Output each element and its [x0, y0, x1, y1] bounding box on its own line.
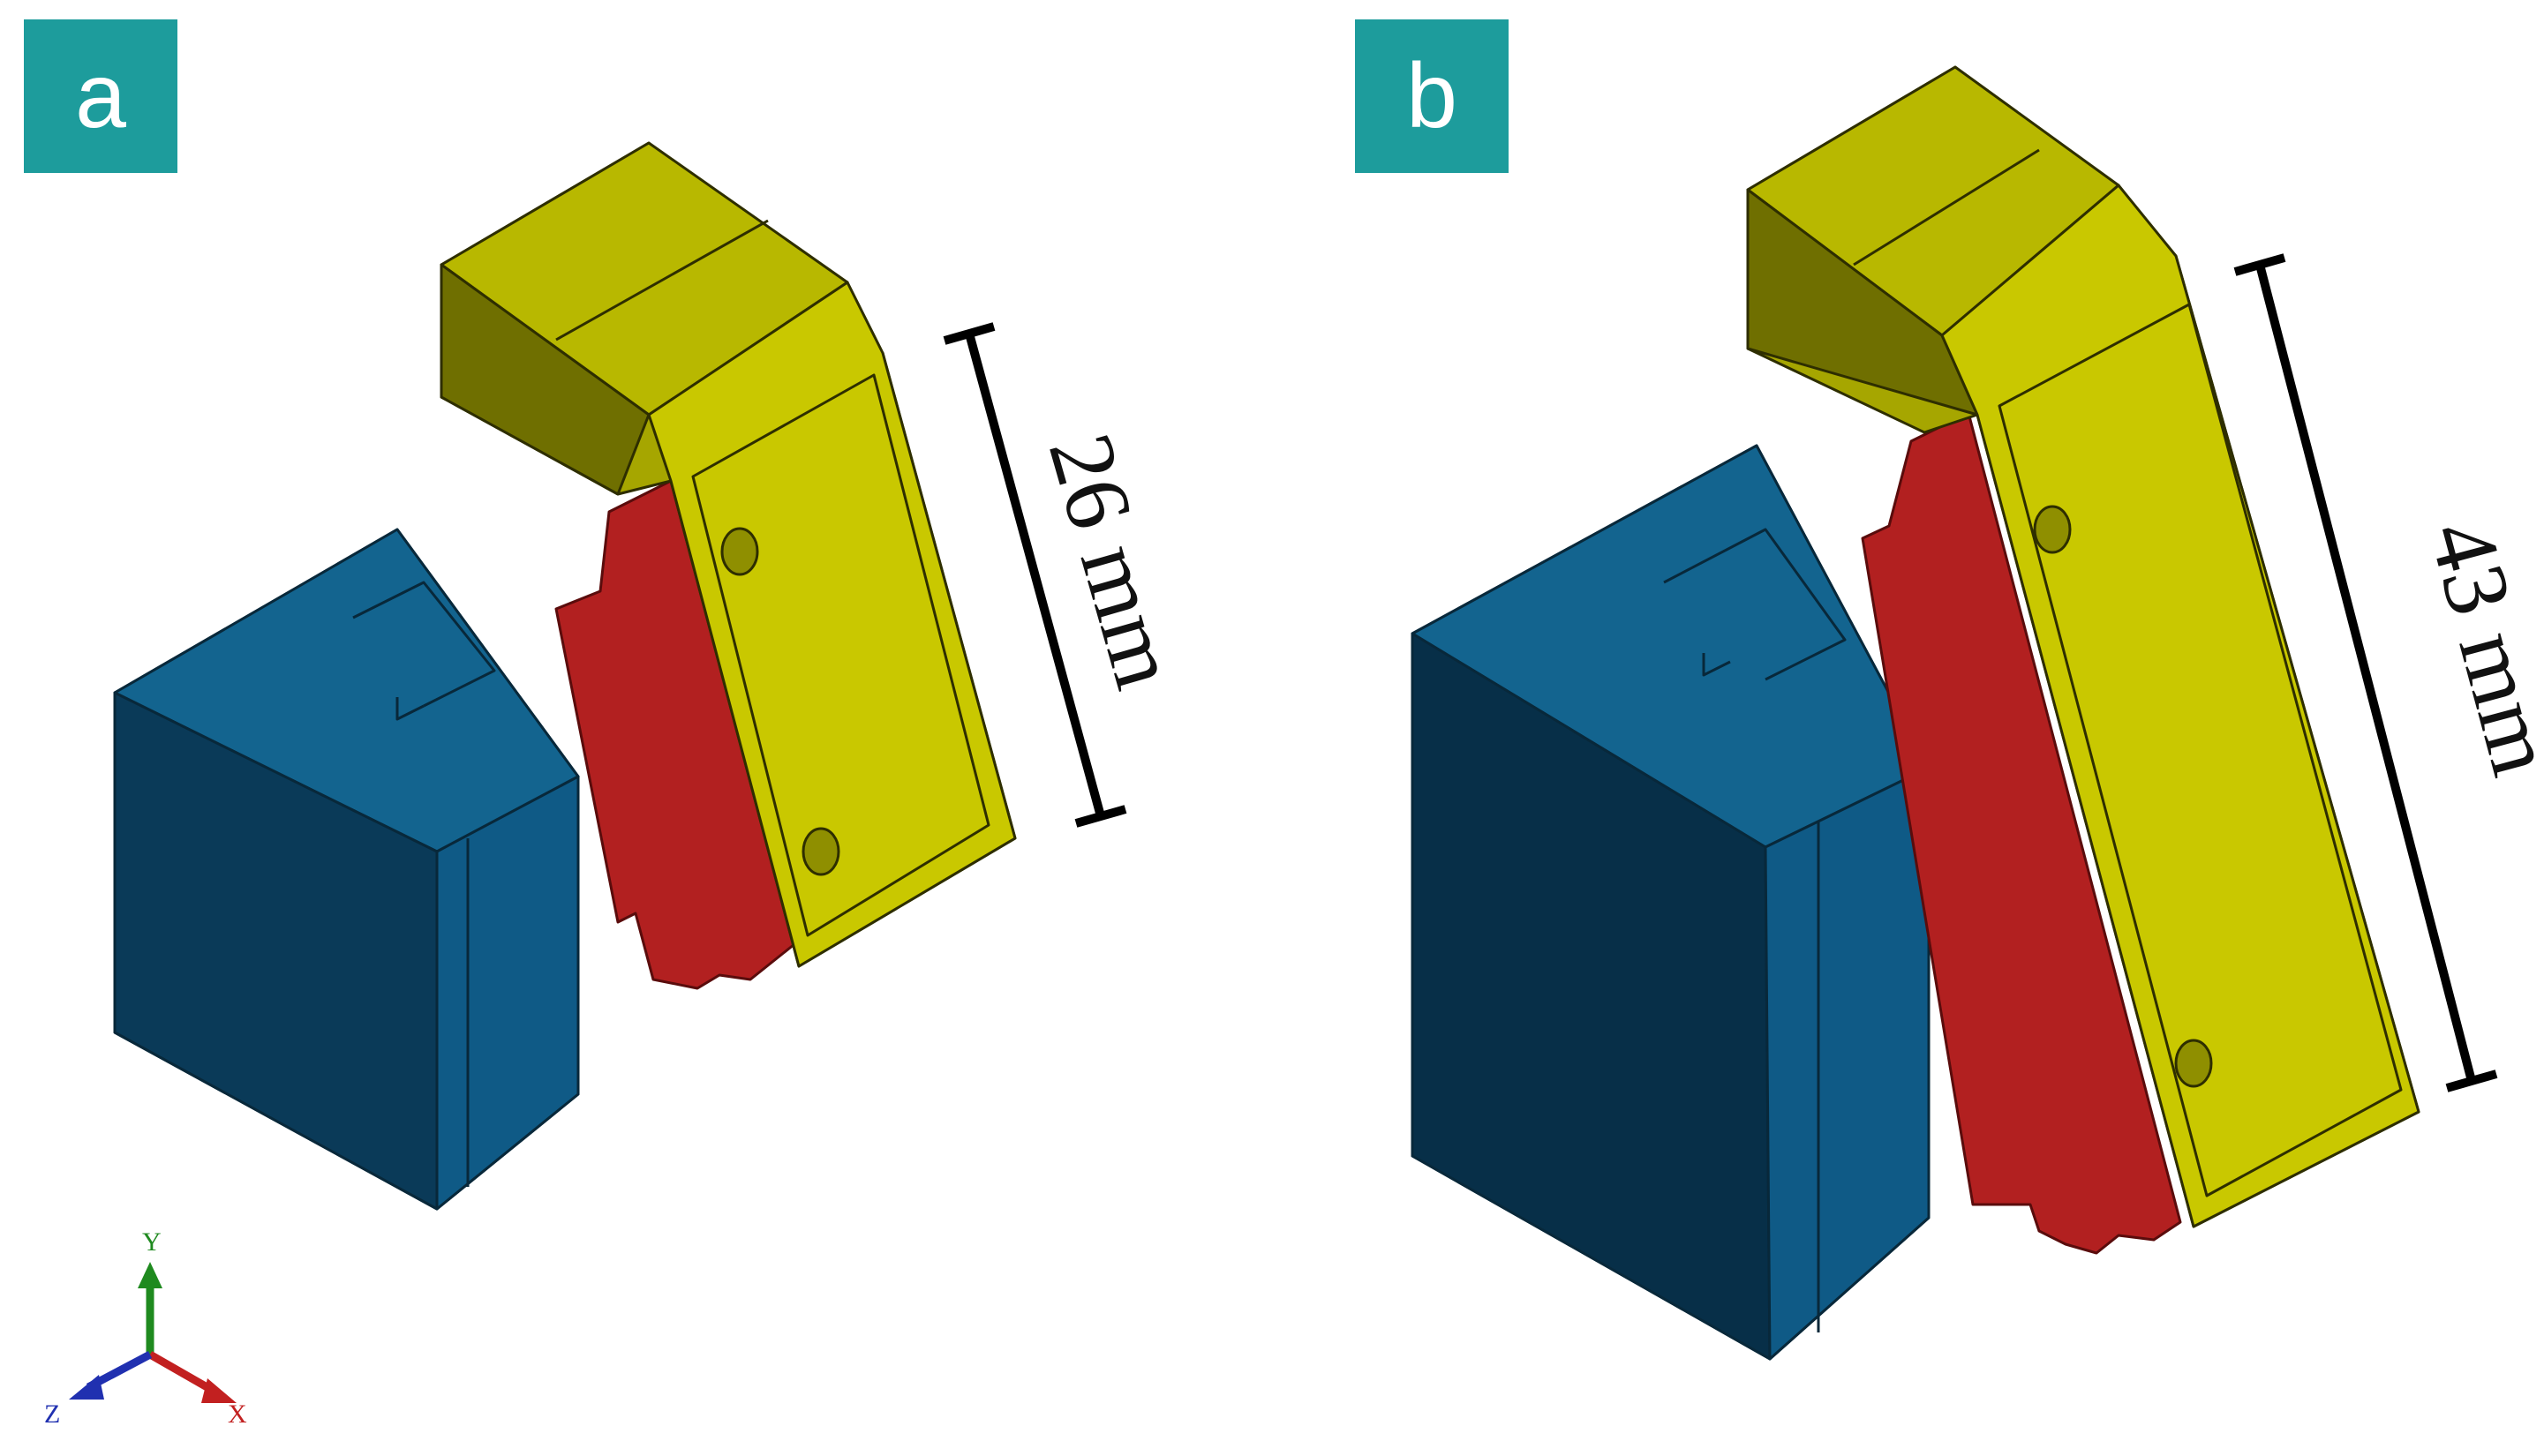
- y-axis-arrow: [138, 1262, 162, 1355]
- z-axis-label: Z: [44, 1400, 60, 1429]
- y-axis-label: Y: [142, 1227, 162, 1257]
- blue-die-block-b: [1411, 444, 1931, 1361]
- coordinate-axes-triad: Y X Z: [44, 1227, 247, 1429]
- dimension-label-b: 43 mm: [2410, 510, 2544, 785]
- blue-die-block-a: [113, 528, 580, 1211]
- x-axis-arrow: [147, 1351, 237, 1403]
- x-axis-label: X: [228, 1400, 247, 1429]
- assembly-b: 43 mm: [1411, 65, 2544, 1361]
- yellow-holder-b: [1746, 65, 2420, 1228]
- z-axis-arrow: [69, 1351, 153, 1400]
- panel-label-b: b: [1355, 19, 1509, 173]
- dimension-bar-a: [943, 322, 1127, 828]
- panel-label-a: a: [24, 19, 177, 173]
- yellow-holder-a: [440, 141, 1017, 968]
- dimension-bar-b: [2233, 253, 2498, 1092]
- assembly-a: 26 mm: [113, 141, 1198, 1211]
- red-punch-plate-b: [1861, 411, 2182, 1255]
